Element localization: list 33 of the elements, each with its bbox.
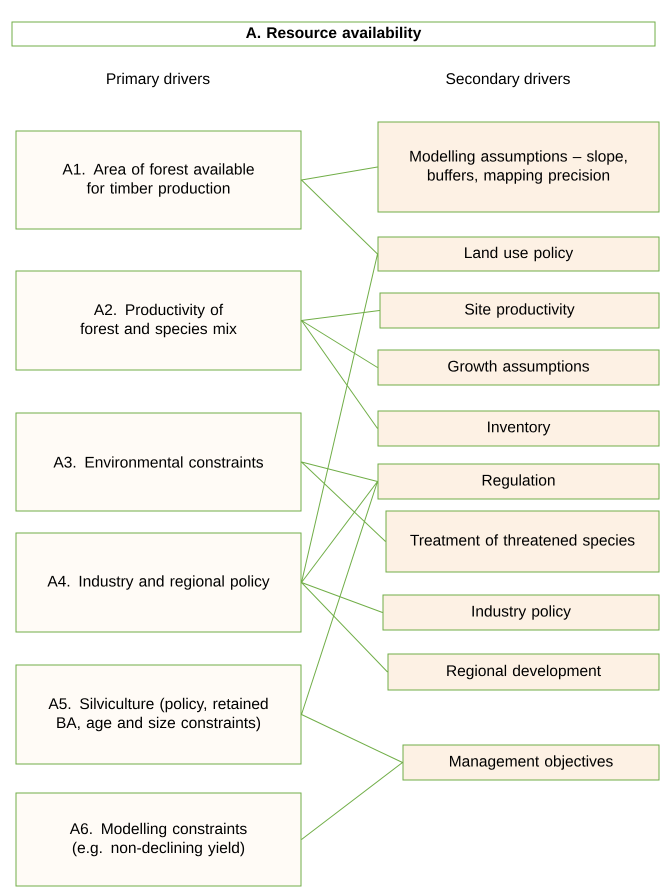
connector-line bbox=[301, 310, 380, 321]
connector-line bbox=[301, 481, 378, 583]
secondary-driver-box: Regulation bbox=[378, 464, 660, 500]
column-heading: Secondary drivers bbox=[446, 72, 570, 88]
connector-line bbox=[301, 582, 388, 672]
secondary-driver-box: Industry policy bbox=[382, 594, 660, 630]
connector-line bbox=[301, 582, 383, 613]
primary-driver-box: A1. Area of forest available for timber production bbox=[16, 130, 302, 230]
connector-line bbox=[301, 320, 378, 429]
connector-line bbox=[301, 762, 403, 840]
secondary-driver-box: Inventory bbox=[378, 410, 660, 446]
secondary-driver-box: Regional development bbox=[388, 654, 660, 690]
title-box: A. Resource availability bbox=[12, 22, 656, 46]
connector-line bbox=[301, 462, 386, 542]
secondary-driver-box: Treatment of threatened species bbox=[386, 510, 660, 572]
primary-driver-box: A3. Environmental constraints bbox=[16, 412, 302, 512]
column-heading: Primary drivers bbox=[107, 72, 210, 88]
connector-line bbox=[301, 166, 378, 180]
secondary-driver-box: Modelling assumptions – slope, buffers, mapping precision bbox=[378, 122, 660, 212]
primary-driver-box: A4. Industry and regional policy bbox=[16, 532, 302, 632]
secondary-driver-box: Land use policy bbox=[378, 236, 660, 272]
primary-driver-box: A5. Silviculture (policy, retained BA, age and size constraints) bbox=[16, 664, 302, 764]
connector-line bbox=[301, 462, 378, 482]
secondary-driver-box: Site productivity bbox=[380, 292, 660, 328]
connector-line bbox=[301, 320, 378, 368]
secondary-driver-box: Growth assumptions bbox=[378, 350, 660, 386]
primary-driver-box: A2. Productivity of forest and species mix bbox=[16, 270, 302, 370]
connector-line bbox=[301, 481, 378, 715]
connector-line bbox=[301, 254, 378, 583]
connector-line bbox=[301, 714, 403, 763]
primary-driver-box: A6. Modelling constraints (e.g. non-declining yield) bbox=[16, 792, 302, 886]
secondary-driver-box: Management objectives bbox=[402, 744, 660, 780]
connector-line bbox=[301, 180, 378, 254]
